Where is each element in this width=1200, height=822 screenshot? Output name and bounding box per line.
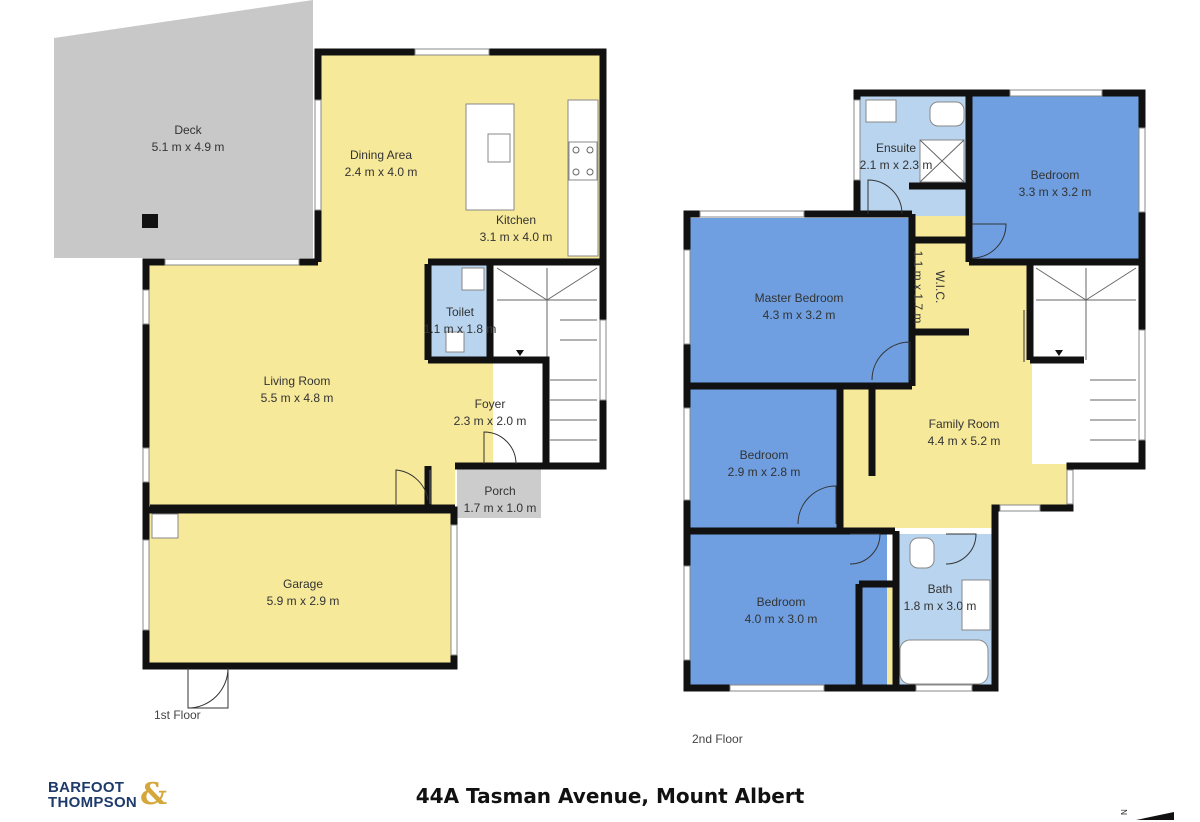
stairs-first-floor bbox=[496, 267, 598, 441]
room-name: Kitchen bbox=[496, 213, 536, 227]
window bbox=[314, 99, 322, 211]
ensuite-vanity bbox=[865, 99, 897, 123]
window bbox=[142, 289, 150, 325]
room-name: Porch bbox=[484, 484, 515, 498]
room-size: 2.3 m x 2.0 m bbox=[454, 414, 527, 428]
door-arc bbox=[945, 533, 977, 565]
bedroom-mid-area bbox=[689, 388, 839, 530]
bath-toilet bbox=[909, 537, 935, 569]
room-size: 3.1 m x 4.0 m bbox=[480, 230, 553, 244]
door-arc bbox=[871, 341, 911, 381]
window bbox=[450, 524, 458, 656]
room-size: 1.1 m x 1.7 m bbox=[911, 251, 925, 324]
deck-post-marker bbox=[142, 214, 158, 228]
bathtub bbox=[899, 639, 989, 685]
room-size: 1.8 m x 3.0 m bbox=[904, 599, 977, 613]
room-size: 4.0 m x 3.0 m bbox=[745, 612, 818, 626]
logo-line-2: THOMPSON bbox=[48, 794, 138, 811]
deck-area bbox=[54, 0, 313, 258]
room-name: Garage bbox=[283, 577, 323, 591]
porch-area bbox=[457, 468, 541, 518]
room-size: 4.4 m x 5.2 m bbox=[928, 434, 1001, 448]
floor-label: 2nd Floor bbox=[692, 732, 743, 746]
room-size: 2.4 m x 4.0 m bbox=[345, 165, 418, 179]
room-size: 2.9 m x 2.8 m bbox=[728, 465, 801, 479]
room-name: Bedroom bbox=[740, 448, 789, 462]
window bbox=[1066, 469, 1074, 505]
logo-line-1: BARFOOT bbox=[48, 779, 125, 796]
door-arc bbox=[483, 431, 517, 465]
window bbox=[999, 504, 1041, 512]
window bbox=[915, 684, 973, 692]
window bbox=[853, 99, 861, 181]
brand-logo: BARFOOT THOMPSON & bbox=[48, 780, 178, 816]
room-labels: Deck 5.1 m x 4.9 m Dining Area 2.4 m x 4… bbox=[152, 123, 1092, 626]
floor-plan: Deck 5.1 m x 4.9 m Dining Area 2.4 m x 4… bbox=[54, 0, 1146, 746]
room-name: Deck bbox=[174, 123, 202, 137]
door-arc bbox=[187, 667, 229, 709]
window bbox=[414, 48, 490, 56]
room-size: 2.1 m x 2.3 m bbox=[860, 158, 933, 172]
garage-area bbox=[148, 510, 454, 664]
room-name: Ensuite bbox=[876, 141, 916, 155]
window bbox=[683, 407, 691, 501]
window bbox=[1009, 89, 1103, 97]
master-bedroom-area bbox=[689, 218, 909, 384]
room-size: 3.3 m x 3.2 m bbox=[1019, 185, 1092, 199]
door-arc bbox=[797, 485, 837, 525]
door-arc bbox=[395, 469, 429, 506]
room-size: 4.3 m x 3.2 m bbox=[763, 308, 836, 322]
room-name: Living Room bbox=[264, 374, 331, 388]
room-name: Toilet bbox=[446, 305, 475, 319]
cooktop bbox=[568, 141, 598, 181]
bedroom-sw-area bbox=[689, 534, 887, 686]
window bbox=[1138, 127, 1146, 213]
property-address: 44A Tasman Avenue, Mount Albert bbox=[415, 784, 805, 808]
window bbox=[729, 684, 825, 692]
room-size: 1.7 m x 1.0 m bbox=[464, 501, 537, 515]
wardrobe bbox=[842, 390, 872, 476]
room-name: Master Bedroom bbox=[755, 291, 844, 305]
bedroom-ne-area bbox=[970, 96, 1142, 262]
toilet-basin bbox=[461, 267, 485, 291]
room-name: Family Room bbox=[929, 417, 1000, 431]
room-name: Bath bbox=[928, 582, 953, 596]
door-arc bbox=[867, 179, 903, 215]
window bbox=[699, 210, 805, 218]
stairs-second-floor bbox=[1035, 267, 1137, 441]
door-arc bbox=[849, 533, 881, 565]
logo-ampersand: & bbox=[140, 777, 168, 812]
bath-vanity bbox=[961, 579, 991, 631]
window bbox=[164, 258, 300, 266]
room-name: Foyer bbox=[475, 397, 506, 411]
room-name: Bedroom bbox=[757, 595, 806, 609]
window bbox=[142, 447, 150, 483]
toilet-pan bbox=[445, 331, 465, 353]
window bbox=[1138, 329, 1146, 441]
room-size: 5.1 m x 4.9 m bbox=[152, 140, 225, 154]
room-name: W.I.C. bbox=[933, 271, 947, 304]
room-size: 5.9 m x 2.9 m bbox=[267, 594, 340, 608]
room-size: 1.1 m x 1.8 m bbox=[424, 322, 497, 336]
window bbox=[142, 539, 150, 631]
window bbox=[683, 249, 691, 345]
north-arrow-icon: N bbox=[1120, 809, 1174, 820]
garage-sink bbox=[151, 513, 179, 539]
room-size: 5.5 m x 4.8 m bbox=[261, 391, 334, 405]
first-floor bbox=[54, 0, 607, 709]
door-arc bbox=[971, 223, 1007, 259]
ensuite-toilet bbox=[929, 101, 965, 127]
kitchen-sink bbox=[487, 133, 511, 163]
window bbox=[683, 565, 691, 661]
second-floor bbox=[683, 89, 1146, 692]
floor-label: 1st Floor bbox=[154, 708, 201, 722]
room-name: Bedroom bbox=[1031, 168, 1080, 182]
room-name: Dining Area bbox=[350, 148, 412, 162]
window bbox=[599, 319, 607, 401]
north-label: N bbox=[1120, 809, 1129, 815]
